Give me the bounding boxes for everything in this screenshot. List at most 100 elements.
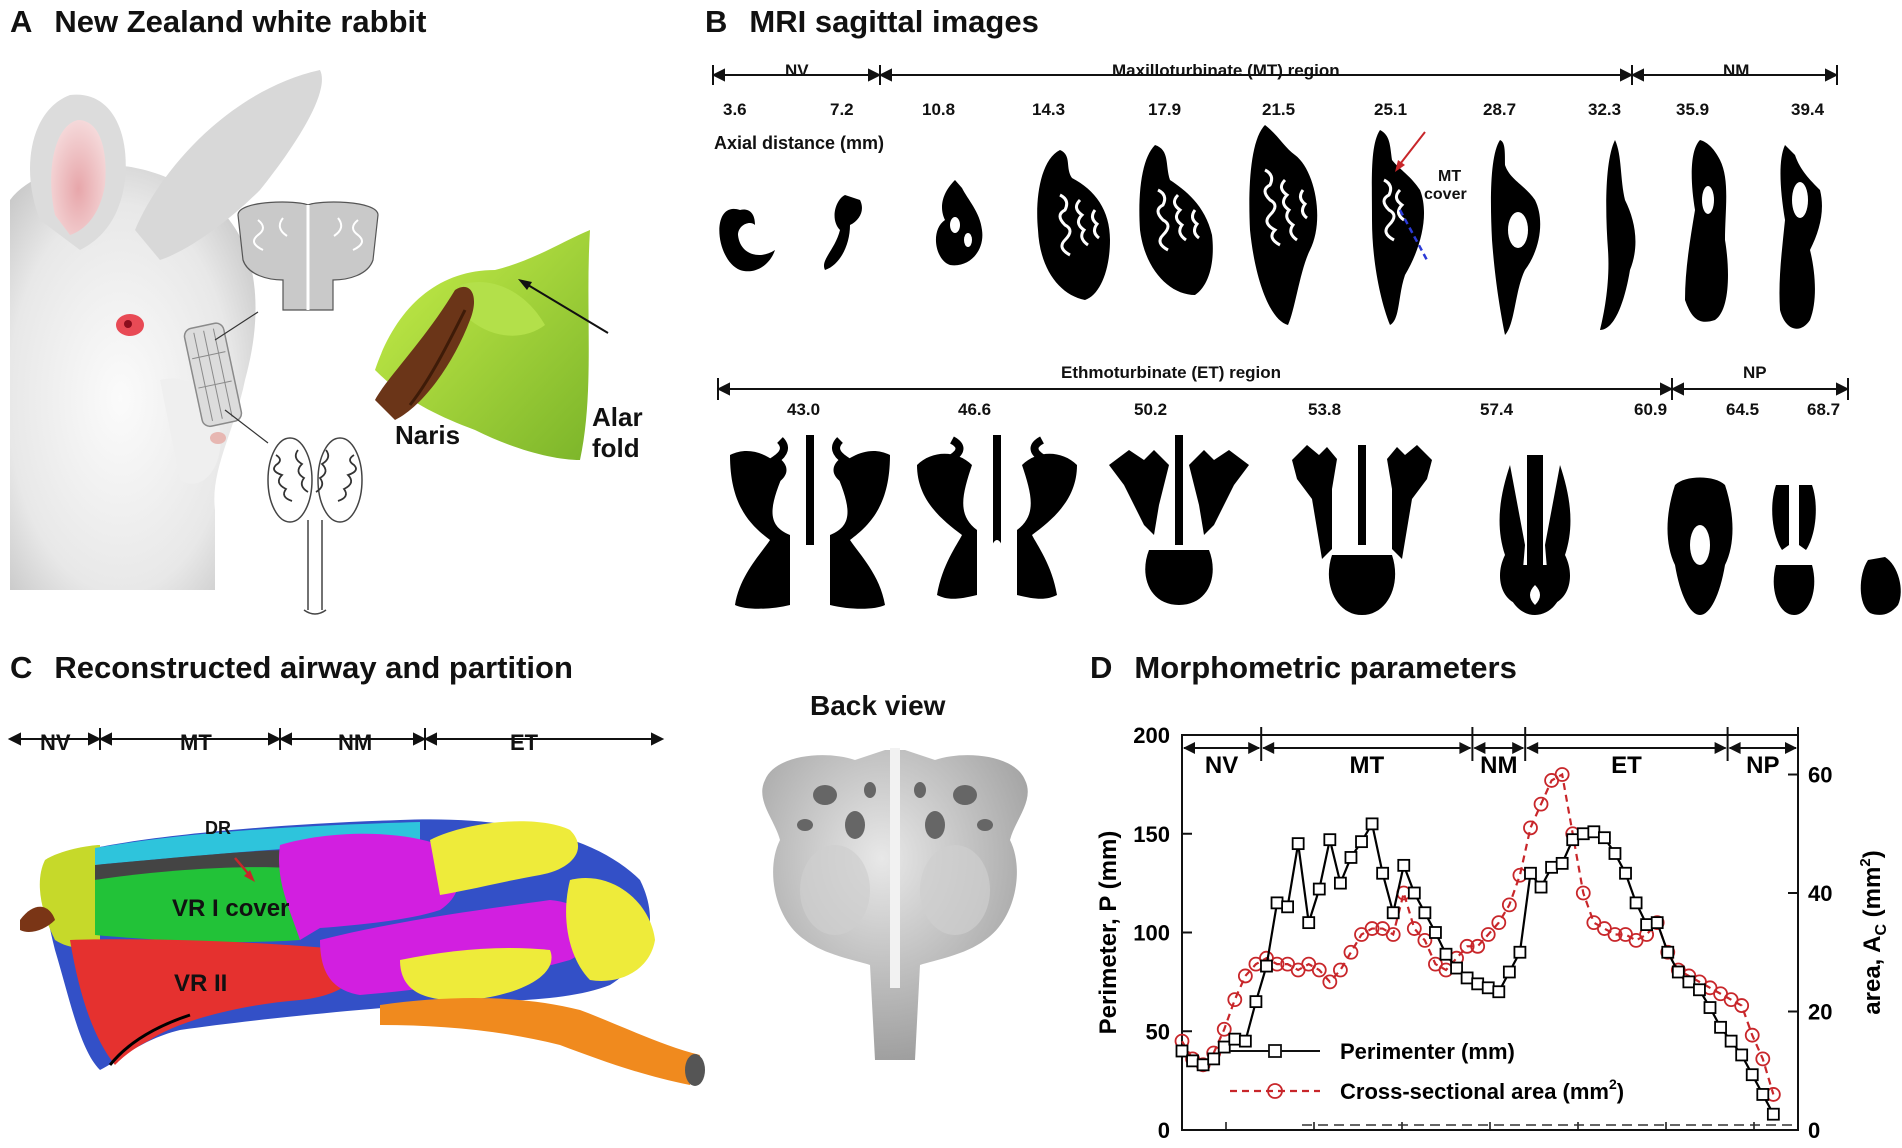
perimeter-point [1291,837,1305,851]
perimeter-point [1429,926,1442,939]
perimeter-point [1545,860,1559,874]
mt-cover-label-2: cover [1424,186,1467,203]
alar-label-2: fold [592,433,640,463]
perimeter-point [1555,856,1569,870]
perimeter-point [1640,918,1654,932]
naris-tip [20,906,55,932]
mri-slice-43.0 [730,435,890,609]
area-point [1755,1051,1771,1067]
region-arrow-right-nm [1512,742,1525,754]
y2-label-unit: (mm [1859,867,1886,924]
region-arrow-right-mt [1459,742,1472,754]
nasal-mesh-icon [183,322,243,428]
perimeter-point [1207,1052,1221,1066]
rabbit-head [10,164,256,591]
mri-slice-7.2 [823,195,862,270]
region-label-nm: NM [1480,752,1517,779]
rabbit-ear-inner [51,120,106,235]
y2-label-sub: C [1873,924,1890,936]
area-point [1554,767,1570,782]
area-point [1533,796,1549,812]
perimeter-point [1323,833,1337,847]
area-point [1459,938,1475,954]
perimeter-point [1745,1068,1759,1082]
perimeter-point [1376,866,1390,880]
coronal-section-icon [237,201,379,311]
y-tick-label-50: 50 [1146,1019,1170,1044]
perimeter-point [1386,906,1400,920]
distance-53.8: 53.8 [1308,400,1342,419]
perimeter-point [1502,965,1516,979]
perimeter-point [1471,977,1485,991]
yellow-region [430,821,579,895]
y-tick-label-150: 150 [1133,822,1170,847]
y2-tick-label-60: 60 [1808,763,1832,788]
distance-68.7: 68.7 [1807,400,1841,419]
region-label-nv: NV [1205,752,1238,779]
perimeter-point [1270,896,1284,910]
row2-region-axis [716,378,1850,400]
area-point [1364,921,1380,936]
distance-25.1: 25.1 [1374,100,1408,119]
back-view-mesh [762,748,1028,1060]
mri-slice-64.5 [1772,485,1816,615]
perimeter-point [1196,1058,1210,1072]
distance-14.3: 14.3 [1032,100,1066,119]
maxilloturbinate-section-icon [267,437,363,615]
distance-32.3: 32.3 [1588,100,1622,119]
region-arrow-left-nm [1473,742,1486,754]
distance-43.0: 43.0 [787,400,821,419]
perimeter-point [1481,981,1495,995]
airway-region-mt: MT [180,730,212,755]
mri-slice-68.7 [1860,557,1901,615]
dr-label: DR [205,818,231,838]
perimeter-point [1756,1088,1770,1101]
area-point [1744,1027,1760,1043]
row1-region-mt: Maxilloturbinate (MT) region [1112,61,1340,80]
perimeter-point [1682,975,1696,989]
magenta-region [279,833,459,940]
mri-slice-25.1 [1371,130,1425,325]
panel-a-title-text: New Zealand white rabbit [54,4,427,39]
mri-slice-53.8 [1292,445,1432,615]
region-label-np: NP [1746,752,1779,779]
perimeter-point [1217,1040,1231,1054]
area-point [1607,927,1623,942]
region-arrow-right-np [1785,742,1797,754]
perimeter-point [1355,835,1368,849]
naris-opening [375,286,475,420]
mri-row1-images [719,125,1822,335]
panel-b-letter: B [705,4,728,39]
area-point [1575,885,1591,901]
panel-d-title-text: Morphometric parameters [1134,650,1517,685]
perimeter-point [1513,945,1527,959]
row1-region-nm: NM [1723,61,1750,80]
perimeter-point [1186,1054,1199,1068]
area-point [1322,974,1338,990]
mt-cover-label-1: MT [1438,168,1462,185]
y2-label-sup: 2 [1857,858,1874,866]
distance-39.4: 39.4 [1791,100,1825,119]
area-point [1406,921,1422,936]
perimeter-point [1365,817,1379,831]
row1-region-nv: NV [785,61,809,80]
row2-region-et: Ethmoturbinate (ET) region [1061,363,1282,382]
perimeter-point [1281,900,1295,914]
y-tick-label-0: 0 [1158,1118,1170,1143]
area-point [1311,962,1327,978]
perimeter-point [1766,1107,1780,1121]
axial-distance-label: Axial distance (mm) [714,133,885,153]
rabbit-nose [210,432,226,444]
distance-46.6: 46.6 [958,400,992,419]
nasopharynx-tube [380,998,700,1085]
rabbit-back-ear [135,70,322,260]
nv-region [39,845,100,948]
panel-c-letter: C [10,650,33,685]
mri-slice-3.6 [719,208,775,272]
area-point [1470,938,1486,954]
vr2-region [70,939,358,1065]
perimeter-point [1249,995,1263,1009]
region-arrow-left-np [1728,742,1741,754]
